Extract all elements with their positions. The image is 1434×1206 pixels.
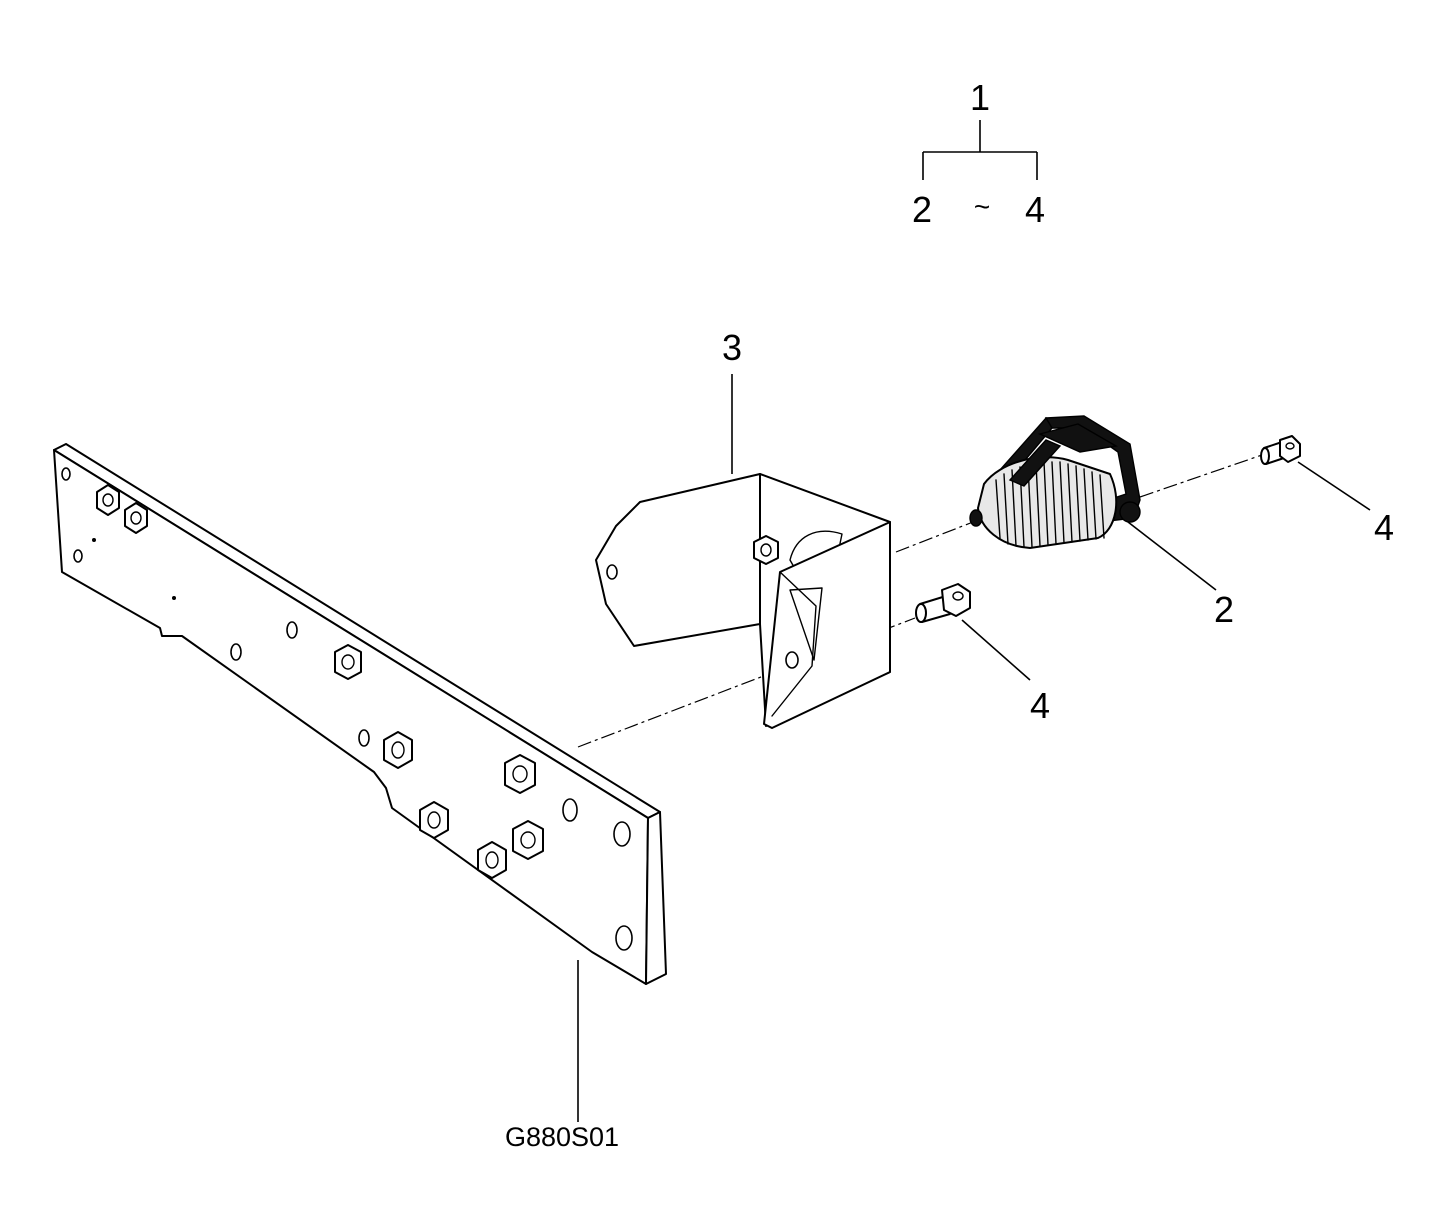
callout-2-leader xyxy=(1127,521,1217,591)
assembly-centerline-upper-a xyxy=(895,521,974,553)
assembly-centerline-upper-b xyxy=(1139,454,1263,498)
callout-range-separator: ~ xyxy=(974,191,990,222)
callout-4-upper-leader xyxy=(1297,461,1371,511)
screw-lower-part xyxy=(915,583,971,623)
callout-assembly-number: 1 xyxy=(970,77,990,118)
callout-screw-lower: 4 xyxy=(1030,685,1050,726)
range-bracket-line xyxy=(922,120,1038,180)
screw-upper-part xyxy=(1260,435,1301,465)
callout-range-start: 2 xyxy=(912,189,932,230)
callout-range-end: 4 xyxy=(1025,189,1045,230)
callout-4-lower-leader xyxy=(961,619,1031,681)
callout-fan-motor: 2 xyxy=(1214,589,1234,630)
bracket-part xyxy=(595,473,891,729)
callout-bracket: 3 xyxy=(722,327,742,368)
callout-screw-upper: 4 xyxy=(1374,507,1394,548)
figure-code-label: G880S01 xyxy=(505,1122,619,1152)
assembly-range-callout: 1 2 ~ 4 xyxy=(912,77,1045,230)
plate-hex-nuts xyxy=(96,484,544,879)
fan-motor-part xyxy=(969,415,1141,549)
